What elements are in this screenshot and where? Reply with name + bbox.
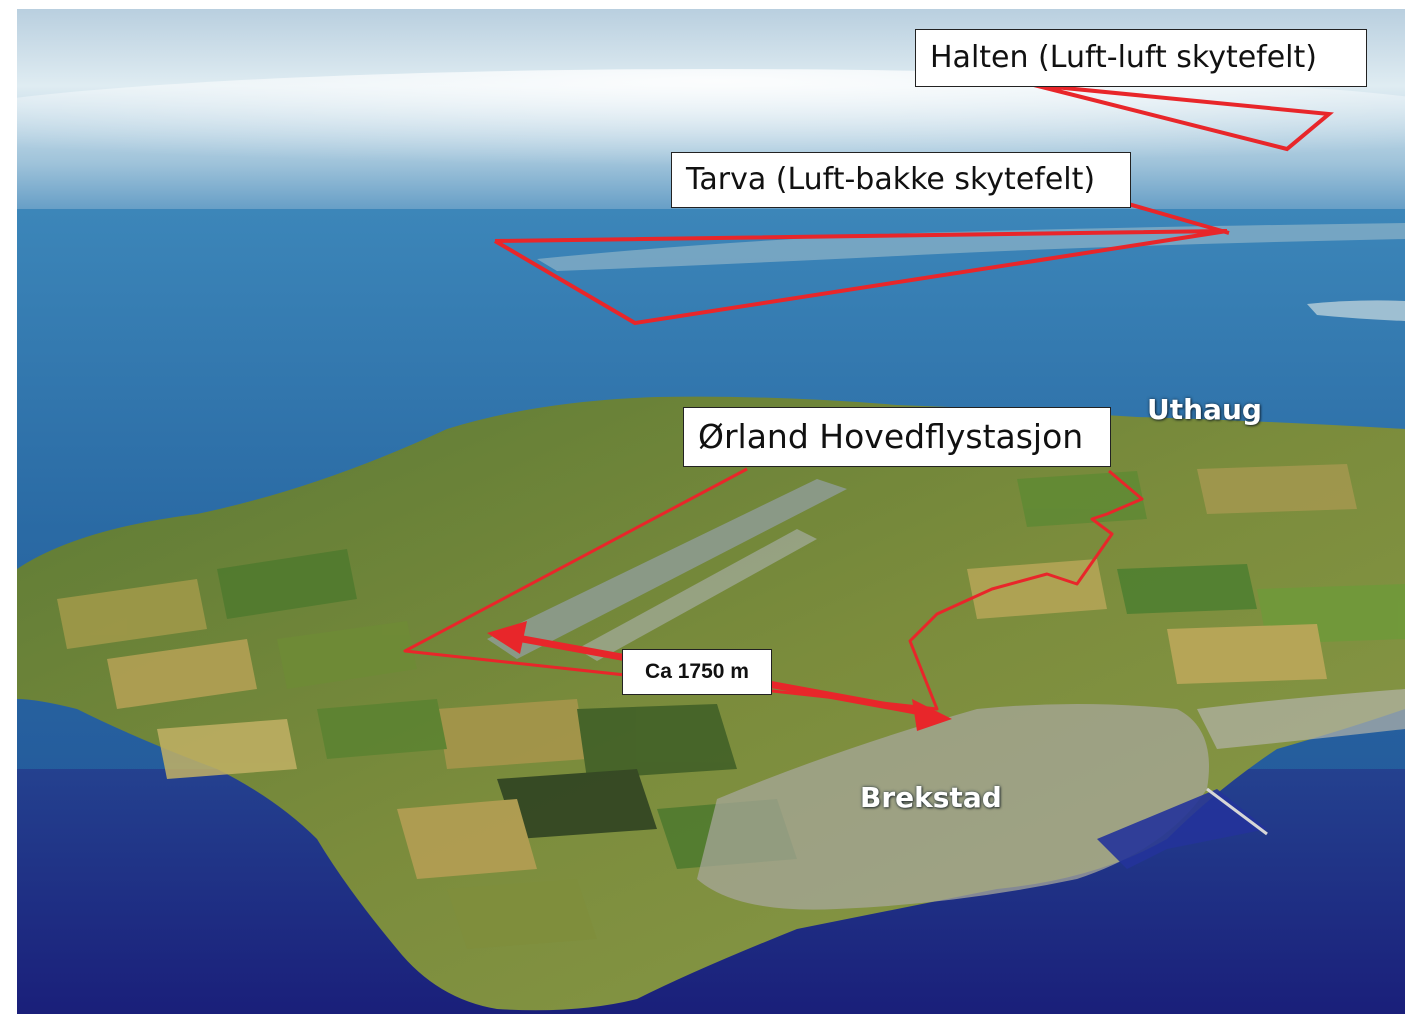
airbase-outline (403, 467, 1144, 711)
pier (1206, 787, 1268, 836)
distant-islands (537, 223, 1405, 271)
town-east (1197, 689, 1405, 749)
aerial-photo: Halten (Luft-luft skytefelt) Tarva (Luft… (17, 9, 1405, 1014)
distant-island-right (1307, 300, 1405, 321)
halten-outline (1033, 83, 1334, 152)
orland-label: Ørland Hovedflystasjon (683, 407, 1111, 467)
taxiway (577, 529, 817, 661)
place-brekstad: Brekstad (860, 781, 1002, 814)
town-area (697, 704, 1209, 910)
place-uthaug: Uthaug (1147, 393, 1262, 426)
aerial-photo-graphic (17, 9, 1405, 1014)
harbour-basin (1097, 789, 1267, 869)
tarva-label: Tarva (Luft-bakke skytefelt) (671, 152, 1131, 208)
runway (487, 479, 847, 659)
halten-label: Halten (Luft-luft skytefelt) (915, 29, 1367, 87)
tarva-outline (493, 229, 1228, 326)
distance-label: Ca 1750 m (622, 649, 772, 695)
fields (57, 464, 1405, 949)
